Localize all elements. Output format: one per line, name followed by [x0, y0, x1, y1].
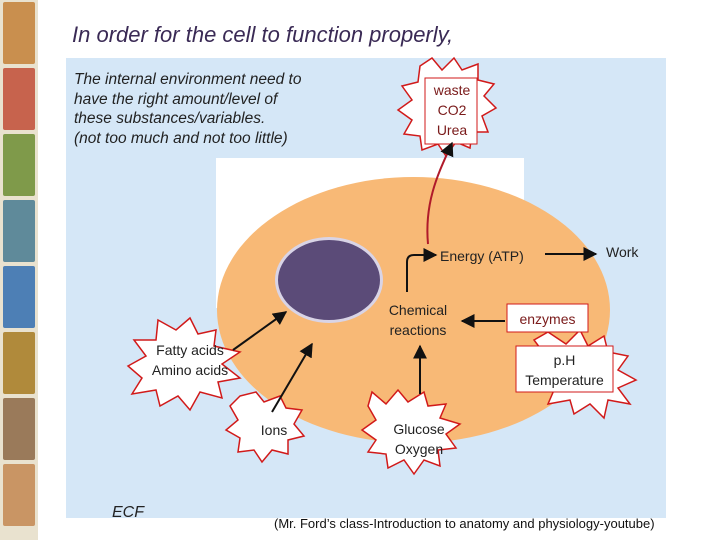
waste-box [424, 77, 478, 145]
co2-text: CO2 [437, 102, 467, 118]
intro-text: The internal environment need to have th… [74, 70, 374, 148]
ph-temperature-box [515, 345, 614, 393]
energy-atp-label: Energy (ATP) [440, 248, 524, 264]
chemical-text: Chemical [388, 302, 448, 318]
fatty-amino-label: Fatty acids Amino acids [140, 340, 240, 380]
oxygen-text: Oxygen [394, 441, 444, 457]
ph-text: p.H [553, 352, 576, 368]
ecf-label: ECF [112, 504, 144, 521]
reactions-text: reactions [389, 322, 447, 338]
fatty-amino-burst [126, 316, 242, 412]
anatomy-figure-skeletal [3, 200, 35, 262]
glucose-text: Glucose [393, 421, 445, 437]
enzymes-box [506, 303, 589, 333]
waste-label: waste CO2 Urea [426, 80, 478, 140]
glucose-oxygen-burst [360, 388, 462, 476]
ions-label: Ions [260, 422, 288, 438]
glucose-oxygen-label: Glucose Oxygen [382, 419, 456, 459]
intro-line: The internal environment need to [74, 71, 302, 88]
fatty-acids-text: Fatty acids [156, 342, 224, 358]
chemical-reactions-label: Chemical reactions [380, 300, 456, 340]
ions-burst [224, 391, 306, 464]
arrow-chemical-to-energy [406, 248, 438, 292]
slide-title: In order for the cell to function proper… [72, 22, 454, 47]
work-label: Work [606, 244, 639, 260]
anatomy-illustration-strip [0, 0, 38, 540]
intro-line: have the right amount/level of [74, 90, 278, 108]
urea-text: Urea [436, 122, 468, 138]
amino-acids-text: Amino acids [151, 362, 229, 378]
arrow-fatty-to-cell [232, 311, 288, 351]
anatomy-figure-nervous [3, 266, 35, 328]
ph-temperature-label: p.H Temperature [516, 350, 613, 390]
arrow-ions-to-cell [271, 342, 313, 413]
waste-text: waste [433, 82, 471, 98]
anatomy-figure-muscular [3, 134, 35, 196]
intro-line: these substances/variables. [74, 110, 266, 127]
temperature-text: Temperature [525, 372, 604, 388]
intro-line: (not too much and not too little) [74, 129, 288, 147]
nucleus [275, 237, 383, 323]
anatomy-figure-respiratory [3, 68, 35, 130]
anatomy-figure-lymphatic [3, 398, 35, 460]
anatomy-figure-digestive [3, 2, 35, 64]
enzymes-label: enzymes [519, 311, 576, 327]
anatomy-figure-integumentary [3, 464, 35, 526]
anatomy-figure-circulatory [3, 332, 35, 394]
credit-text: (Mr. Ford’s class-Introduction to anatom… [274, 516, 655, 531]
arrow-to-waste [426, 141, 454, 245]
